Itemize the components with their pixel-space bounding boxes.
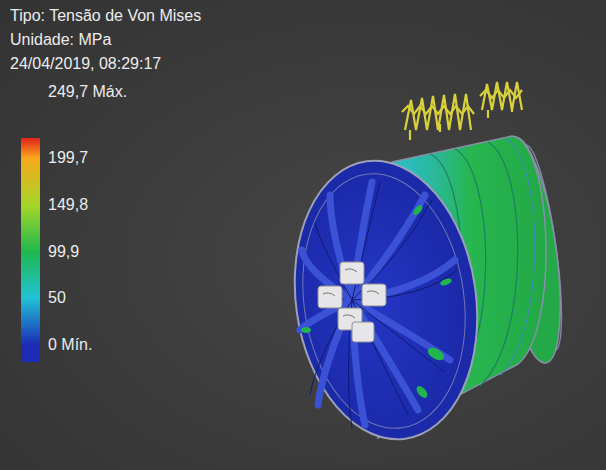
- legend-swatch: [21, 298, 40, 345]
- legend-value: 0 Mín.: [48, 335, 92, 354]
- hub-fixtures: [318, 262, 386, 342]
- wheel-face: [277, 149, 494, 451]
- legend-swatch: [21, 138, 40, 158]
- legend-value: 249,7 Máx.: [48, 82, 127, 101]
- legend-value: 149,8: [48, 195, 88, 214]
- result-type: Tipo: Tensão de Von Mises: [10, 6, 201, 25]
- legend-swatch: [21, 252, 40, 298]
- legend-value: 99,9: [48, 242, 79, 261]
- timestamp: 24/04/2019, 08:29:17: [10, 54, 161, 73]
- unit-label: Unidade: MPa: [10, 30, 111, 49]
- legend-value: 50: [48, 288, 66, 307]
- load-arrows: [402, 82, 522, 140]
- legend-swatch: [21, 205, 40, 252]
- legend-swatch: [21, 158, 40, 205]
- stress-spots: [301, 203, 453, 399]
- legend-swatch: [21, 345, 40, 362]
- legend-value: 199,7: [48, 148, 88, 167]
